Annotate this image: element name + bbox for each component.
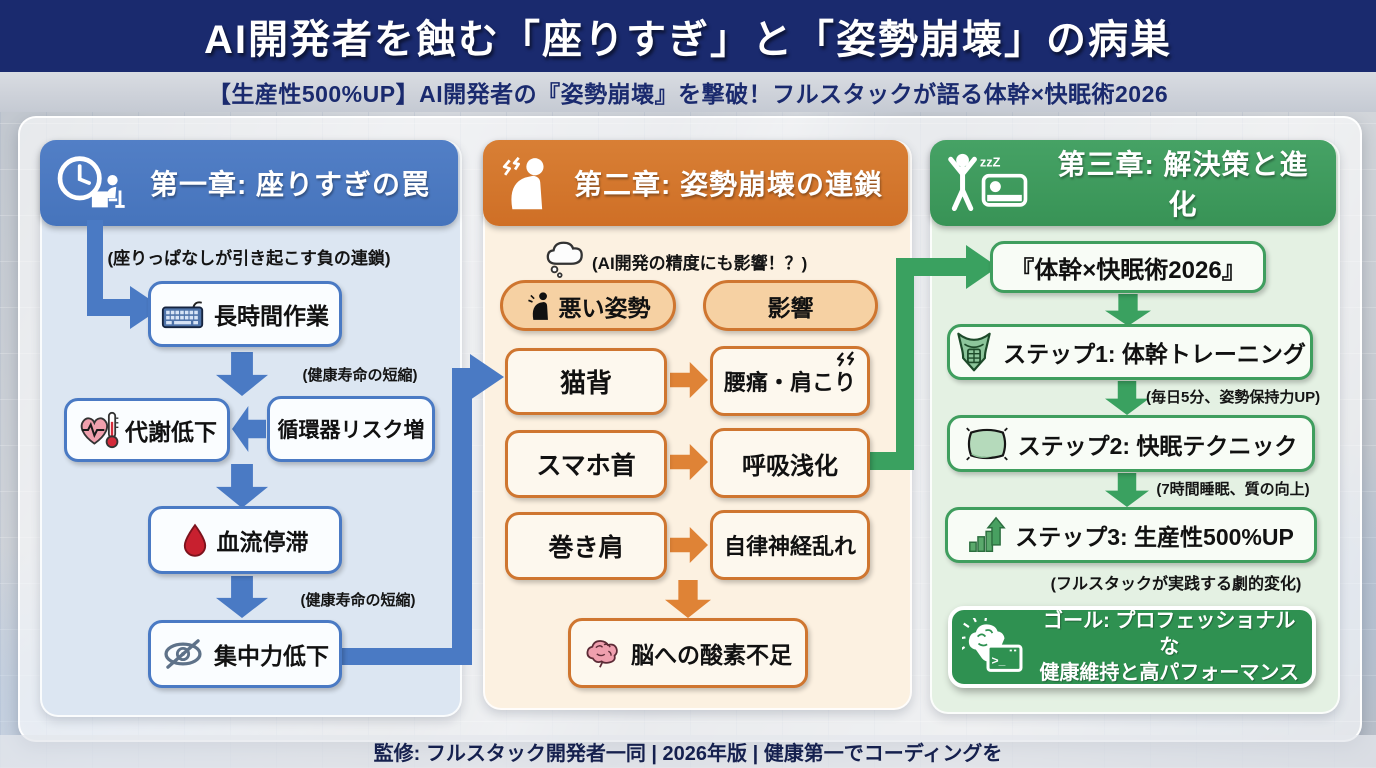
heart-thermometer-icon	[80, 411, 119, 449]
node-focus-drop: 集中力低下	[148, 620, 342, 688]
chapter1-note-lifespan-bottom: (健康寿命の短縮)	[300, 592, 416, 609]
node-blood-stagnation-label: 血流停滞	[216, 529, 309, 555]
node-cause-rounded-shoulders-label: 巻き肩	[548, 534, 624, 562]
hunched-person-icon	[502, 156, 544, 210]
node-goal: >_ ゴール: プロフェッショナルな 健康維持と高パフォーマンス	[948, 606, 1316, 688]
subtitle-bar: 【生産性500%UP】AI開発者の『姿勢崩壊』を撃破！フルスタックが語る体幹×快…	[0, 72, 1376, 112]
chapter2-header: 第二章: 姿勢崩壊の連鎖	[483, 140, 908, 226]
node-metabolism-drop: 代謝低下	[64, 398, 230, 462]
connector-focus-horizontal	[342, 648, 472, 665]
node-method-book-label: 『体幹×快眠術2026』	[1010, 256, 1246, 284]
connector-ch1-start-vertical	[87, 220, 103, 316]
node-circulatory-risk: 循環器リスク増	[267, 396, 435, 462]
node-step3: ステップ3: 生産性500%UP	[945, 507, 1317, 563]
node-step3-label: ステップ3: 生産性500%UP	[1015, 524, 1294, 550]
node-effect-shallow-breathing-label: 呼吸浅化	[742, 452, 838, 480]
node-goal-line2: 健康維持と高パフォーマンス	[1039, 662, 1300, 684]
chapter2-note-thought: (AI開発の精度にも影響！？)	[592, 254, 808, 273]
chapter3-note-step2: (7時間睡眠、質の向上)	[1156, 481, 1310, 498]
title-bar: AI開発者を蝕む「座りすぎ」と「姿勢崩壊」の病巣	[0, 0, 1376, 72]
growth-chart-icon	[969, 516, 1006, 553]
clock-desk-icon	[57, 156, 125, 208]
node-long-hours-work-label: 長時間作業	[214, 303, 329, 329]
node-brain-oxygen-shortage: 脳への酸素不足	[568, 618, 808, 688]
pillow-icon	[965, 427, 1008, 460]
chapter1-note-lifespan-top: (健康寿命の短縮)	[302, 367, 418, 384]
node-effect-autonomic-nerves: 自律神経乱れ	[710, 510, 870, 580]
node-step1: ステップ1: 体幹トレーニング	[947, 324, 1313, 380]
column-header-bad-posture-label: 悪い姿勢	[558, 294, 651, 321]
node-goal-line1: ゴール: プロフェッショナルな	[1043, 610, 1296, 658]
node-step2: ステップ2: 快眠テクニック	[947, 415, 1315, 472]
chapter2-panel	[483, 140, 912, 710]
connector-ch1-start-horizontal	[87, 299, 133, 316]
pain-spark-icon	[836, 351, 855, 367]
core-muscle-icon	[957, 332, 991, 372]
connector-method-horizontal	[896, 258, 970, 276]
node-step1-label: ステップ1: 体幹トレーニング	[1003, 341, 1306, 367]
node-focus-drop-label: 集中力低下	[214, 643, 329, 669]
chapter3-note-step3: (フルスタックが実践する劇的変化)	[1050, 576, 1302, 593]
brain-icon	[586, 640, 618, 668]
brain-terminal-icon: >_	[962, 618, 1023, 672]
node-long-hours-work: 長時間作業	[148, 281, 342, 347]
stretch-sleep-icon: zzZ	[948, 153, 1028, 212]
node-blood-stagnation: 血流停滞	[148, 506, 342, 574]
chapter3-header: zzZ 第三章: 解決策と進化	[930, 140, 1336, 226]
bad-posture-icon	[527, 291, 548, 320]
node-effect-shallow-breathing: 呼吸浅化	[710, 428, 870, 498]
node-cause-smartphone-neck: スマホ首	[505, 430, 667, 498]
node-effect-pain-label: 腰痛・肩こり	[723, 370, 856, 395]
eye-off-icon	[164, 639, 202, 669]
connector-breathing-vertical	[896, 258, 914, 470]
terminal-prompt: >_	[991, 653, 1005, 667]
column-header-bad-posture: 悪い姿勢	[500, 280, 676, 331]
chapter1-header: 第一章: 座りすぎの罠	[40, 140, 458, 226]
node-brain-oxygen-shortage-label: 脳への酸素不足	[631, 642, 792, 668]
node-effect-pain: 腰痛・肩こり	[710, 346, 870, 416]
zzz-label: zzZ	[980, 155, 1001, 170]
node-cause-rounded-shoulders: 巻き肩	[505, 512, 667, 580]
page-subtitle: 【生産性500%UP】AI開発者の『姿勢崩壊』を撃破！フルスタックが語る体幹×快…	[207, 81, 1169, 107]
page-title: AI開発者を蝕む「座りすぎ」と「姿勢崩壊」の病巣	[204, 18, 1172, 62]
node-method-book: 『体幹×快眠術2026』	[990, 241, 1266, 293]
footer-credit: 監修: フルスタック開発者一同 | 2026年版 | 健康第一でコーディングを	[373, 743, 1003, 765]
chapter3-note-step1: (毎日5分、姿勢保持力UP)	[1146, 389, 1321, 406]
chapter3-title: 第三章: 解決策と進化	[1057, 149, 1309, 220]
thought-cloud-icon	[546, 241, 583, 278]
blood-drop-icon	[183, 523, 206, 557]
column-header-effect-label: 影響	[767, 294, 814, 321]
node-goal-label: ゴール: プロフェッショナルな 健康維持と高パフォーマンス	[1036, 608, 1302, 686]
column-header-effect: 影響	[703, 280, 878, 331]
node-step2-label: ステップ2: 快眠テクニック	[1017, 432, 1298, 459]
node-effect-autonomic-nerves-label: 自律神経乱れ	[723, 534, 856, 559]
chapter2-title: 第二章: 姿勢崩壊の連鎖	[573, 169, 884, 200]
connector-focus-vertical	[452, 368, 472, 665]
node-cause-smartphone-neck-label: スマホ首	[536, 452, 636, 480]
node-circulatory-risk-label: 循環器リスク増	[277, 419, 425, 442]
node-cause-nekoze: 猫背	[505, 348, 667, 415]
node-cause-nekoze-label: 猫背	[559, 368, 612, 398]
keyboard-icon	[161, 301, 204, 329]
chapter1-title: 第一章: 座りすぎの罠	[149, 169, 431, 200]
node-metabolism-drop-label: 代謝低下	[125, 419, 217, 445]
footer-band: 監修: フルスタック開発者一同 | 2026年版 | 健康第一でコーディングを	[0, 735, 1376, 768]
chapter1-note-chain: (座りっぱなしが引き起こす負の連鎖)	[107, 249, 391, 268]
